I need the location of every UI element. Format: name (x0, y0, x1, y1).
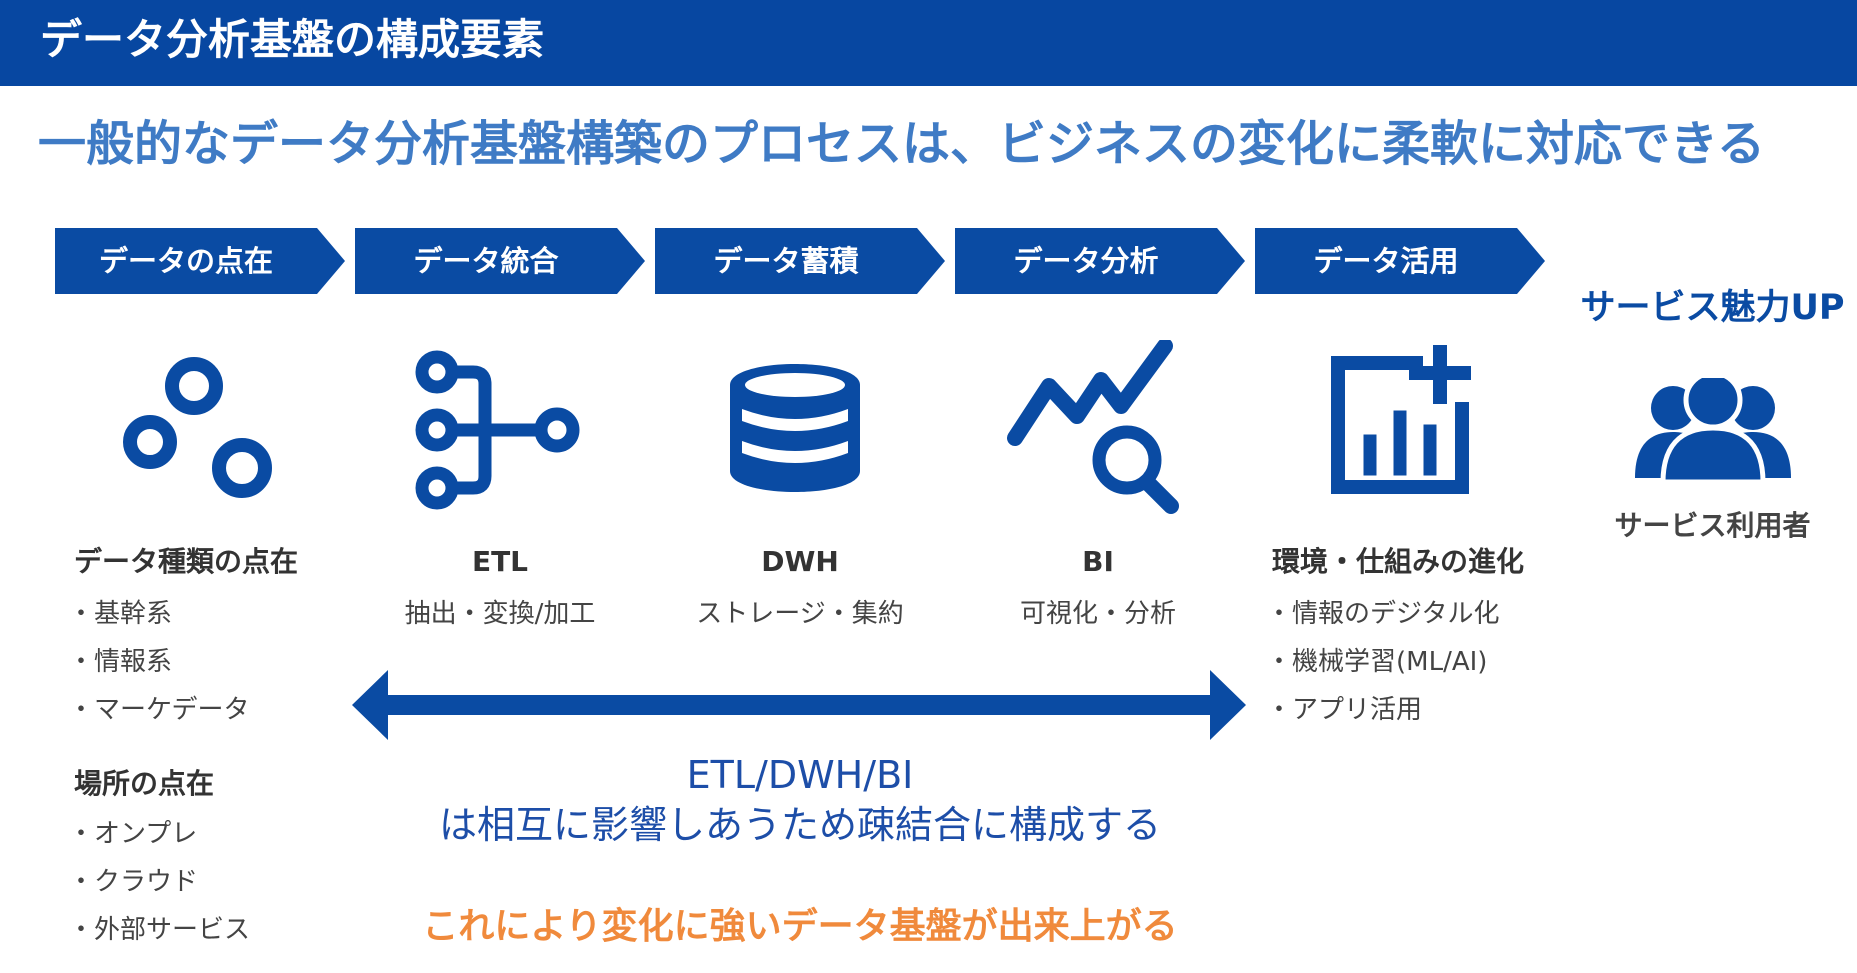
list-item: 基幹系 (68, 590, 250, 638)
bi-title: BI (1082, 545, 1114, 578)
list-item: オンプレ (68, 810, 250, 858)
coupling-note-line2: は相互に影響しあうため疎結合に構成する (438, 803, 1161, 847)
coupling-note: ETL/DWH/BI は相互に影響しあうため疎結合に構成する (380, 750, 1220, 850)
step-chevron-analyze: データ分析 (955, 228, 1245, 294)
step-label-analyze: データ分析 (1013, 244, 1159, 278)
pipeline-merge-icon (415, 350, 580, 510)
dwh-subtitle: ストレージ・集約 (696, 599, 904, 629)
list-item: 情報系 (68, 638, 250, 686)
step-label-use: データ活用 (1313, 244, 1459, 278)
chart-search-icon (1007, 340, 1179, 514)
double-arrow-icon (352, 670, 1246, 740)
list-item: 情報のデジタル化 (1266, 590, 1499, 638)
page-title: データ分析基盤の構成要素 (40, 15, 545, 64)
scatter-place-title: 場所の点在 (74, 767, 215, 800)
list-item: 外部サービス (68, 906, 250, 954)
etl-subtitle: 抽出・変換/加工 (404, 599, 596, 629)
service-up-label: サービス魅力UP (1580, 288, 1845, 328)
coupling-note-line1: ETL/DWH/BI (686, 753, 914, 797)
step-label-store: データ蓄積 (713, 244, 859, 278)
use-title: 環境・仕組みの進化 (1272, 545, 1525, 578)
list-item: クラウド (68, 858, 250, 906)
list-item: アプリ活用 (1266, 686, 1500, 734)
step-chevron-store: データ蓄積 (655, 228, 945, 294)
scattered-circles-icon (123, 357, 272, 498)
dwh-title: DWH (761, 545, 839, 578)
step-label-scatter: データの点在 (98, 244, 273, 278)
scatter-types-title: データ種類の点在 (74, 545, 299, 578)
header-bar: データ分析基盤の構成要素 (0, 0, 1857, 86)
use-list: 情報のデジタル化 機械学習(ML/AI) アプリ活用 (1266, 590, 1500, 734)
subtitle: 一般的なデータ分析基盤構築のプロセスは、ビジネスの変化に柔軟に対応できる (38, 116, 1766, 172)
step-chevron-scatter: データの点在 (55, 228, 345, 294)
step-chevron-integrate: データ統合 (355, 228, 645, 294)
conclusion-note: これにより変化に強いデータ基盤が出来上がる (422, 906, 1178, 947)
step-label-integrate: データ統合 (413, 244, 559, 278)
chart-add-icon (1331, 345, 1471, 494)
etl-title: ETL (471, 545, 529, 578)
bi-subtitle: 可視化・分析 (1019, 599, 1176, 629)
list-item: 機械学習(ML/AI) (1266, 638, 1500, 686)
list-item: マーケデータ (68, 686, 249, 734)
database-icon (730, 364, 860, 492)
scatter-place-list: オンプレ クラウド 外部サービス (68, 810, 250, 954)
users-group-icon (1635, 378, 1791, 482)
step-chevron-use: データ活用 (1255, 228, 1545, 294)
scatter-types-list: 基幹系 情報系 マーケデータ (68, 590, 250, 734)
service-user-label: サービス利用者 (1614, 509, 1811, 542)
